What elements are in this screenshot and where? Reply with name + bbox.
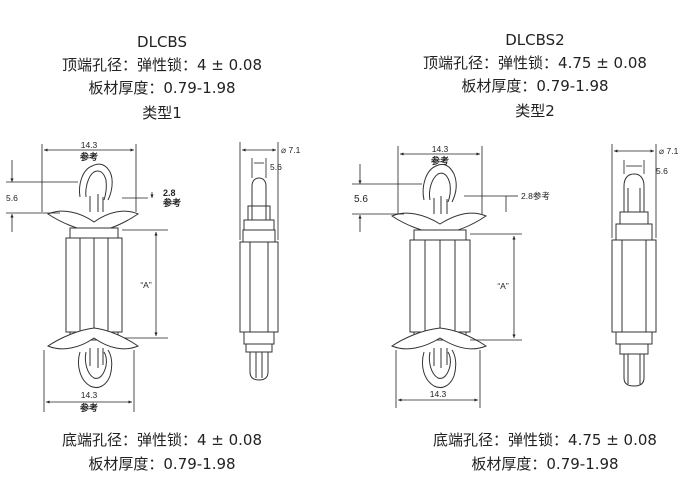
type1-bottom-width-note: 参考 bbox=[80, 402, 98, 413]
type2-body-length-label: “A” bbox=[497, 281, 509, 291]
type1-top-thickness-spec: 板材厚度：0.79-1.98 bbox=[88, 79, 236, 97]
type2-top-width-note: 参考 bbox=[431, 155, 449, 166]
type1-top-hole-spec: 顶端孔径：弹性锁：4 ± 0.08 bbox=[61, 56, 263, 74]
type1-bottom-hole-spec: 底端孔径：弹性锁：4 ± 0.08 bbox=[61, 431, 263, 449]
type1-bottom-thickness-spec: 板材厚度：0.79-1.98 bbox=[88, 455, 236, 473]
type1-flange-note: 参考 bbox=[163, 197, 181, 208]
type2-diameter-label: ⌀ 7.1 bbox=[659, 146, 679, 156]
type2-bottom-hole-spec: 底端孔径：弹性锁：4.75 ± 0.08 bbox=[433, 431, 657, 449]
type1-body-length-label: “A” bbox=[140, 280, 152, 290]
type2-type-label: 类型2 bbox=[515, 102, 555, 120]
type1-side-dimensions bbox=[239, 142, 279, 240]
type1-clip-height-label: 5.6 bbox=[6, 193, 18, 203]
type2-front-view bbox=[390, 163, 488, 389]
type1-front-dimensions bbox=[6, 144, 168, 412]
type2-flange-label: 2.8参考 bbox=[521, 191, 550, 201]
type2-model: DLCBS2 bbox=[505, 31, 565, 49]
type1-bottom-width-label: 14.3 bbox=[81, 390, 98, 400]
type1-type-label: 类型1 bbox=[142, 104, 182, 122]
type1-flange-label: 2.8 bbox=[163, 188, 176, 198]
type2-side-view bbox=[611, 173, 657, 387]
type2-bottom-thickness-spec: 板材厚度：0.79-1.98 bbox=[471, 455, 619, 473]
type2-side-clip-label: 5.6 bbox=[656, 166, 668, 176]
type1-model: DLCBS bbox=[137, 33, 187, 51]
type2-side-dimensions bbox=[611, 144, 657, 238]
type1-side-view bbox=[239, 177, 279, 381]
type1-top-width-note: 参考 bbox=[80, 151, 98, 162]
type1-front-view bbox=[46, 163, 140, 389]
type2-top-width-label: 14.3 bbox=[432, 144, 449, 154]
type2-top-thickness-spec: 板材厚度：0.79-1.98 bbox=[461, 77, 609, 95]
type2-top-hole-spec: 顶端孔径：弹性锁：4.75 ± 0.08 bbox=[423, 54, 647, 72]
type1-side-clip-label: 5.6 bbox=[270, 162, 282, 172]
type2-bottom-width-label: 14.3 bbox=[430, 389, 447, 399]
type2-front-dimensions bbox=[352, 146, 522, 408]
type2-clip-height-label: 5.6 bbox=[354, 194, 368, 205]
type1-diameter-label: ⌀ 7.1 bbox=[281, 145, 301, 155]
type1-top-width-label: 14.3 bbox=[81, 140, 98, 150]
